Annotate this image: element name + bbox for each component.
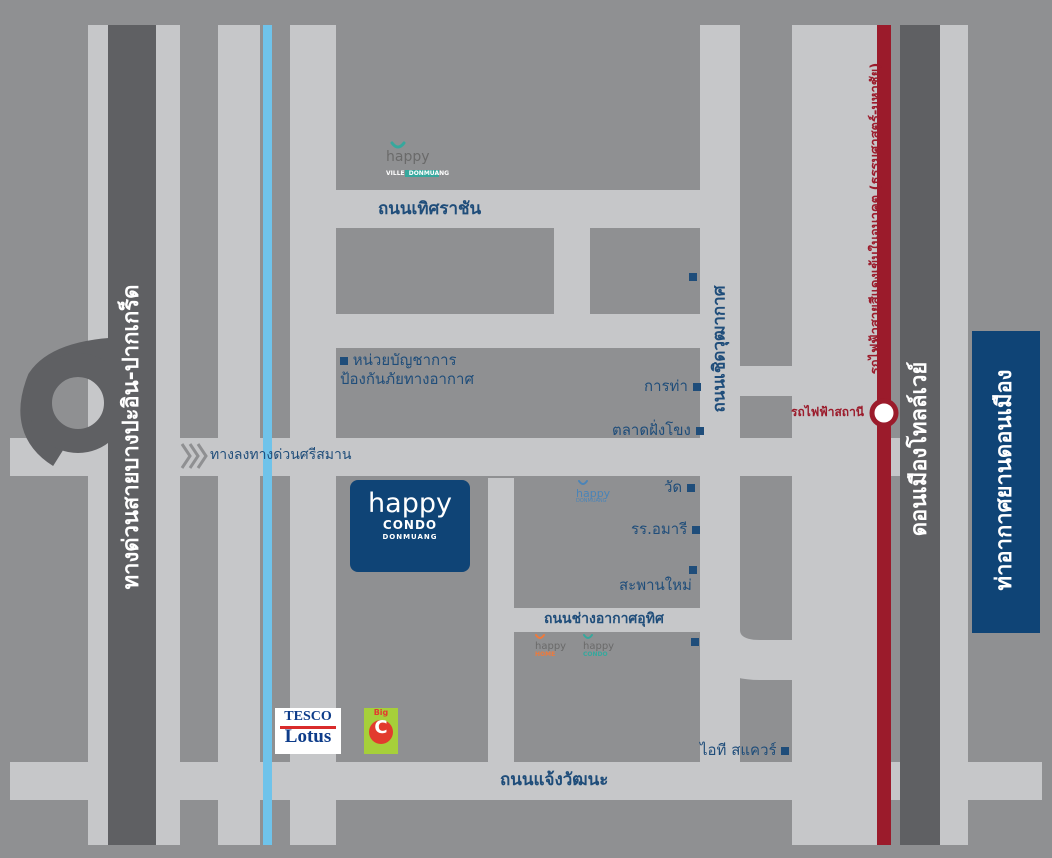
road-vert-5 (792, 25, 878, 845)
road-curve (702, 630, 792, 680)
condo-wordmark: CONDO (382, 518, 438, 533)
landmark-port-text: การท่า (644, 377, 688, 395)
happy-condo-small-logo: happy CONDO (583, 642, 614, 658)
happy-condo-wordmark: happy CONDO DONMUANG (350, 488, 470, 541)
happy-condo-small-wordmark: happy (583, 641, 615, 652)
happy-home-wordmark: happy (535, 641, 567, 652)
label-thet-ratchan: ถนนเทิศราชัน (378, 199, 482, 219)
happy-ville-logo: happy VILLE DONMUANG (386, 149, 449, 177)
happy-condo-small-smile-icon (583, 634, 593, 639)
happy-temple-wordmark: happy (576, 487, 611, 500)
road-vert-2 (218, 25, 260, 845)
landmark-marker-top (689, 273, 697, 281)
road-network (10, 25, 1042, 845)
label-expressway-left: ทางด่วนสายบางปะอิน-ปากเกร็ด (119, 284, 144, 590)
happy-ville-wordmark: happy (386, 149, 430, 165)
bigc-text: Big C (364, 709, 398, 737)
expressway-tollway (900, 25, 940, 845)
label-choet-wutthakat: ถนนเชิดวุฒากาศ (709, 285, 730, 413)
road-chaeng-watthana (10, 762, 1042, 800)
label-tollway: ดอนเมืองโทลล์เวย์ (907, 361, 932, 537)
happy-condo-box (350, 480, 470, 572)
landmark-market: ตลาดฝั่งโขง (612, 423, 704, 438)
landmark-bridge: สะพานใหม่ (619, 576, 692, 594)
label-chang-akat-uthit: ถนนช่างอากาศอุทิศ (544, 611, 664, 627)
landmark-port: การท่า (644, 379, 701, 394)
road-top-right-b (672, 190, 700, 228)
label-red-line: รถไฟฟ้าสายสีแดงเข้มในอนาคต (ธรรมศาสตร์-ม… (868, 62, 884, 375)
happy-ville-ville: VILLE (386, 170, 405, 177)
landmark-marker (692, 525, 701, 534)
landmark-temple: วัด (664, 480, 695, 495)
landmark-it-square: ไอที สแควร์ (700, 741, 790, 759)
label-expressway-exit: ทางลงทางด่วนศรีสมาน (210, 447, 352, 463)
landmark-marker (695, 426, 704, 435)
road-top-right-a (620, 190, 656, 228)
happy-ville-smile-icon (390, 141, 406, 149)
lotus-wordmark: Lotus (284, 726, 332, 747)
happy-home-logo: happy HOME (535, 642, 566, 658)
landmark-marker (692, 382, 701, 391)
road-chang-akat-uthit (514, 608, 704, 632)
happy-home-tag: HOME (535, 651, 556, 658)
landmark-weather-unit: หน่วยบัญชาการ ป้องกันภัยทางอากาศ (340, 351, 474, 389)
tesco-underline (280, 726, 336, 729)
label-chaeng-watthana: ถนนแจ้งวัฒนะ (500, 770, 609, 790)
happy-temple-logo: happy DONMUANG (576, 488, 610, 504)
tesco-lotus-text: TESCO Lotus (275, 709, 341, 747)
donmuang-wordmark: DONMUANG (382, 532, 438, 541)
road-expressway-exit (10, 438, 930, 476)
happy-temple-donmuang: DONMUANG (576, 498, 607, 504)
canal (263, 25, 272, 845)
red-line-track (877, 25, 891, 845)
tesco-wordmark: TESCO (284, 709, 332, 724)
landmark-market-text: ตลาดฝั่งโขง (612, 421, 691, 439)
road-connector (740, 366, 792, 396)
bigc-big-wordmark: Big (373, 708, 389, 717)
tesco-lotus-logo (275, 708, 341, 754)
happy-home-smile-icon (535, 634, 545, 639)
bigc-c-icon (369, 720, 393, 744)
landmark-weather-unit-line2: ป้องกันภัยทางอากาศ (340, 369, 474, 388)
station-marker (869, 398, 899, 428)
bigc-c-wordmark: C (374, 717, 388, 738)
chevron-3 (196, 443, 208, 469)
happy-ville-donmuang: DONMUANG (408, 170, 450, 177)
road-inner-h (336, 314, 700, 348)
chevron-1 (180, 443, 192, 469)
label-station: รถไฟฟ้าสถานี (791, 405, 865, 419)
expressway-left (108, 25, 156, 845)
landmark-school: รร.อมารี (631, 520, 701, 538)
landmark-it-square-text: ไอที สแควร์ (700, 741, 777, 759)
happy-condo-small-tag: CONDO (583, 651, 608, 658)
landmark-marker (686, 483, 695, 492)
landmark-weather-unit-line1: หน่วยบัญชาการ (352, 351, 457, 369)
landmark-marker (340, 356, 348, 365)
label-airport: ท่าอากาศยานดอนเมือง (992, 369, 1017, 591)
exit-chevrons (180, 443, 208, 469)
landmark-school-text: รร.อมารี (631, 520, 688, 538)
happy-ville-tag (405, 170, 439, 177)
road-top-inner-v (554, 228, 590, 314)
road-vert-4 (488, 478, 514, 768)
landmark-marker-bridge (689, 566, 697, 574)
landmark-temple-text: วัด (664, 478, 683, 496)
happy-wordmark: happy (368, 488, 452, 519)
road-vert-6 (940, 25, 968, 845)
happy-temple-smile-icon (578, 480, 588, 485)
landmark-marker (781, 746, 790, 755)
chevron-2 (188, 443, 200, 469)
landmark-marker-lower (691, 638, 699, 646)
airport-box (972, 331, 1040, 633)
